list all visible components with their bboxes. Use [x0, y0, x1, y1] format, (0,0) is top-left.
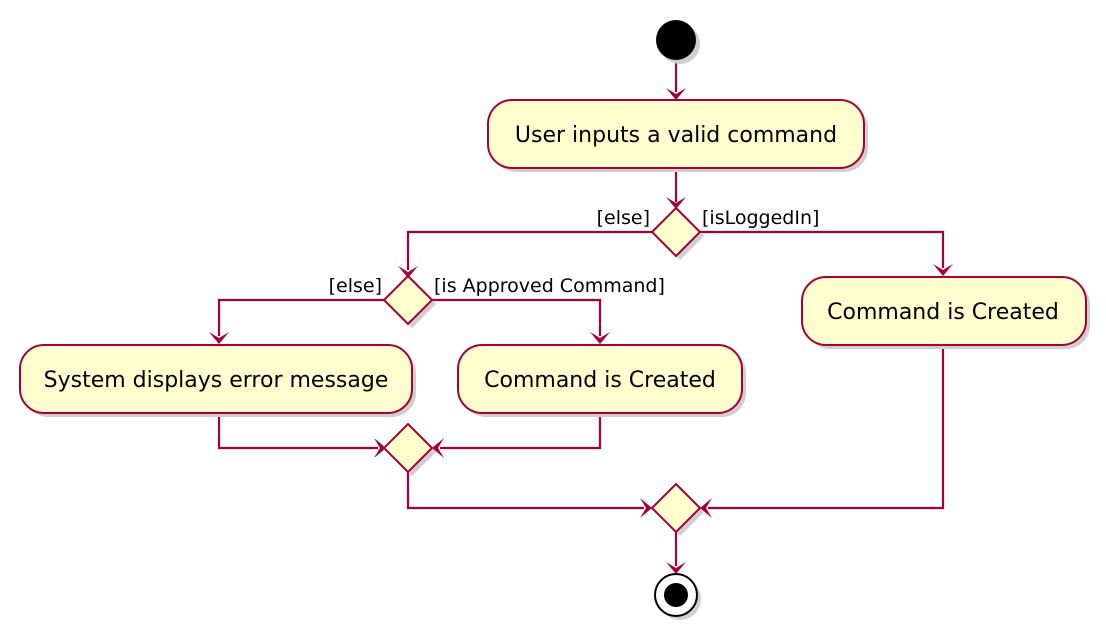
edge-logged-in-branch: [700, 230, 945, 268]
edge-created-to-merge: [440, 413, 602, 450]
action-command-created-middle-label: Command is Created: [484, 368, 716, 393]
edge-inner-else-branch: [217, 298, 384, 336]
action-user-input-label: User inputs a valid command: [515, 123, 837, 148]
arrowhead: [432, 438, 444, 458]
arrowhead: [374, 438, 386, 458]
edges: [209, 58, 953, 574]
edge-else-branch: [406, 230, 652, 270]
edge-merge-to-final-merge: [406, 472, 644, 510]
edge-approved-branch: [432, 298, 602, 336]
arrowhead: [700, 498, 712, 518]
action-error-message: System displays error message: [19, 344, 416, 417]
guard-approved: [is Approved Command]: [434, 275, 665, 297]
merge-inner: [382, 422, 436, 476]
guard-logged-in: [isLoggedIn]: [702, 207, 819, 229]
edge-error-to-merge: [217, 413, 378, 450]
end-node: [654, 573, 701, 620]
guard-outer-else: [else]: [597, 207, 650, 229]
arrowhead: [666, 88, 686, 100]
start-node: [656, 20, 700, 64]
action-command-created-right-label: Command is Created: [827, 300, 1059, 325]
decision-approved: [382, 274, 436, 328]
arrowhead: [933, 264, 953, 276]
arrowhead: [666, 562, 686, 574]
action-error-message-label: System displays error message: [44, 368, 389, 393]
arrowhead: [640, 498, 652, 518]
action-user-input: User inputs a valid command: [487, 99, 868, 172]
arrowhead: [666, 197, 686, 209]
arrowhead: [590, 332, 610, 344]
guard-inner-else: [else]: [329, 275, 382, 297]
arrowhead: [209, 332, 229, 344]
action-command-created-middle: Command is Created: [457, 344, 746, 417]
merge-final: [650, 482, 704, 536]
decision-logged-in: [650, 206, 704, 260]
edge-right-created-to-final-merge: [708, 345, 945, 510]
arrowhead: [398, 266, 418, 278]
action-command-created-right: Command is Created: [801, 276, 1090, 349]
